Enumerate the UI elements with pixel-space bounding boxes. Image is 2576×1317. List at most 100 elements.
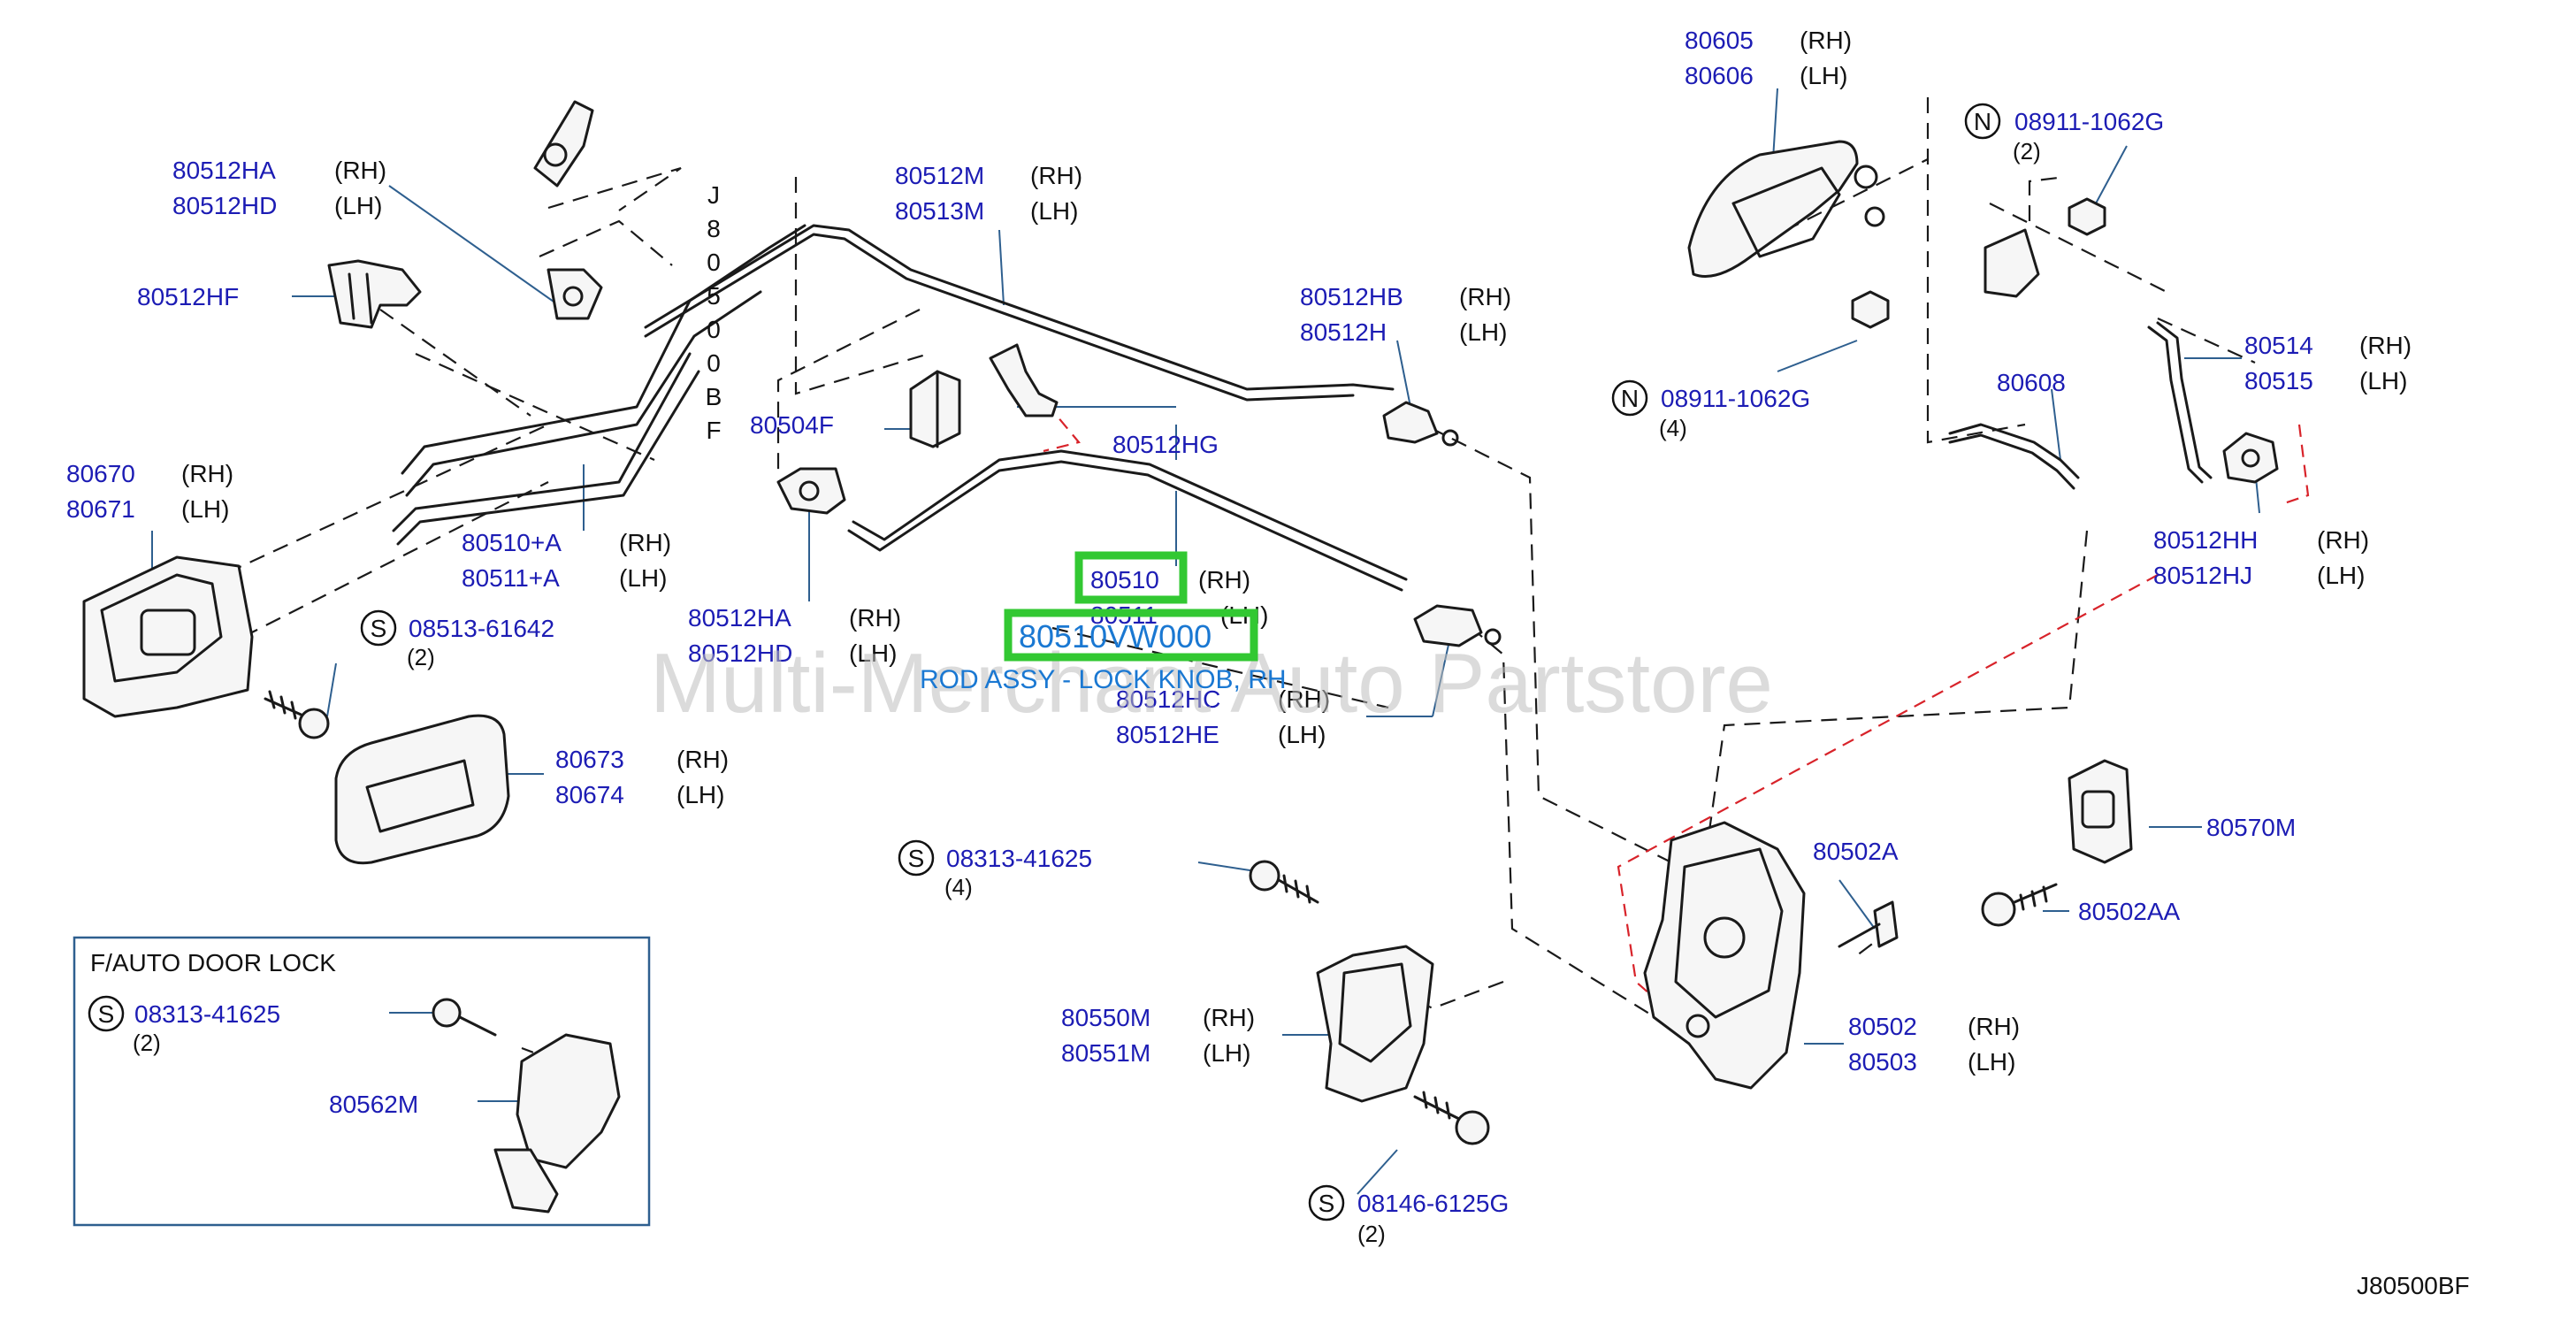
- s-prefix: S: [371, 615, 387, 642]
- vertical-code: J 8 0 5 0 0 B F: [706, 181, 722, 444]
- label-08513-61642: 08513-61642: [409, 615, 554, 642]
- label-80515: 80515: [2244, 367, 2313, 394]
- side-lh: (LH): [2317, 562, 2365, 589]
- label-80512hf: 80512HF: [137, 283, 239, 310]
- highlight-part-number[interactable]: 80510VW000: [1019, 618, 1212, 655]
- side-rh: (RH): [1459, 283, 1511, 310]
- side-lh: (LH): [1459, 318, 1507, 346]
- highlight-callout[interactable]: 80510VW000 ROD ASSY - LOCK KNOB, RH: [920, 551, 1287, 694]
- label-80670: 80670: [66, 460, 135, 487]
- code-char: F: [706, 417, 721, 444]
- side-lh: (LH): [1203, 1039, 1250, 1067]
- s-circle-icon: [898, 839, 935, 877]
- label-80513m: 80513M: [895, 197, 984, 225]
- rod-80510: [847, 449, 1408, 592]
- side-lh: (LH): [334, 192, 382, 219]
- side-lh: (LH): [2359, 367, 2407, 394]
- s-prefix: S: [908, 845, 925, 872]
- n-circle-icon: [1611, 379, 1648, 417]
- nut-08911-b: [1851, 290, 1890, 329]
- label-80514: 80514: [2244, 332, 2313, 359]
- outside-handle-80605: [1687, 140, 1885, 278]
- inside-handle-80670: [82, 555, 254, 718]
- qty: (2): [2013, 138, 2041, 165]
- label-80671: 80671: [66, 495, 135, 523]
- s-circle-icon: [360, 609, 397, 647]
- side-rh: (RH): [1968, 1013, 2020, 1040]
- code-char: 8: [707, 215, 721, 242]
- watermark: Multi-Merchant Auto Partstore: [650, 636, 1773, 731]
- code-char: 0: [707, 349, 721, 377]
- side-lh: (LH): [619, 564, 667, 592]
- label-80512hh: 80512HH: [2153, 526, 2258, 554]
- side-lh: (LH): [849, 639, 897, 667]
- qty: (2): [133, 1030, 161, 1056]
- code-char: 0: [707, 316, 721, 343]
- label-08146-6125g: 08146-6125G: [1357, 1190, 1509, 1217]
- highlight-description: ROD ASSY - LOCK KNOB, RH: [920, 665, 1287, 694]
- bracket-80512hg: [989, 343, 1059, 417]
- label-80674: 80674: [555, 781, 624, 808]
- nut-08911-a: [2068, 197, 2106, 236]
- label-80512hg: 80512HG: [1112, 431, 1219, 458]
- highlight-box-80510[interactable]: [1074, 551, 1188, 604]
- side-rh: (RH): [181, 460, 233, 487]
- part-labels: 80512HA (RH) 80512HD (LH) 80512HF 80670 …: [66, 27, 2412, 1118]
- bracket-80570m: [2068, 759, 2133, 864]
- n-prefix: N: [1974, 108, 1991, 135]
- qty: (4): [1659, 415, 1687, 441]
- label-80512h: 80512H: [1300, 318, 1387, 346]
- qty: (2): [407, 644, 435, 670]
- side-rh: (RH): [2317, 526, 2369, 554]
- n-prefix: N: [1621, 385, 1639, 412]
- label-80550m: 80550M: [1061, 1004, 1150, 1031]
- side-rh: (RH): [1203, 1004, 1255, 1031]
- clip-80512hb: [1382, 401, 1459, 447]
- screw-08513: [264, 690, 330, 739]
- label-08313-41625-inset: 08313-41625: [134, 1000, 280, 1028]
- qty: (4): [944, 874, 973, 900]
- side-rh: (RH): [334, 157, 386, 184]
- label-80512hj: 80512HJ: [2153, 562, 2252, 589]
- code-char: 5: [707, 282, 721, 310]
- label-80510a: 80510+A: [462, 529, 562, 556]
- label-80608: 80608: [1997, 369, 2066, 396]
- door-lock-80502: [1643, 821, 1806, 1090]
- label-80510: 80510: [1090, 566, 1159, 593]
- escutcheon-80673: [334, 714, 510, 865]
- diagram-code: J80500BF: [2357, 1272, 2470, 1299]
- n-circle-icon: [1964, 103, 2001, 140]
- highlight-box-80510vw000[interactable]: [1004, 609, 1258, 662]
- inset-auto-door-lock: F/AUTO DOOR LOCK: [73, 936, 651, 1227]
- label-80502a: 80502A: [1813, 838, 1899, 865]
- rod-80608: [1948, 423, 2080, 490]
- label-80606: 80606: [1685, 62, 1754, 89]
- rod-80510a: [392, 224, 806, 546]
- label-80512hd: 80512HD: [172, 192, 277, 219]
- s-prefix: S: [1319, 1190, 1335, 1217]
- side-lh: (LH): [1030, 197, 1078, 225]
- pin-80502a: [1838, 900, 1899, 948]
- label-80570m: 80570M: [2206, 814, 2296, 841]
- label-80512ha: 80512HA: [172, 157, 276, 184]
- label-80562m: 80562M: [329, 1091, 418, 1118]
- screw-08146: [1413, 1091, 1490, 1145]
- rod-80514: [2147, 321, 2213, 484]
- screw-80502aa: [1981, 883, 2058, 927]
- clip-80512hc: [1413, 604, 1502, 647]
- side-rh: (RH): [1278, 685, 1330, 713]
- code-char: 0: [707, 249, 721, 276]
- label-80511a: 80511+A: [462, 564, 560, 592]
- label-80512m: 80512M: [895, 162, 984, 189]
- label-80673: 80673: [555, 746, 624, 773]
- clip-80512hh: [2222, 432, 2279, 484]
- side-rh: (RH): [619, 529, 671, 556]
- rod-80512m: [644, 224, 1395, 402]
- s-prefix: S: [98, 1000, 115, 1028]
- s-circle-icon: [88, 995, 125, 1032]
- screw-08313-main: [1249, 860, 1319, 904]
- label-08911-1062g: 08911-1062G: [2014, 108, 2164, 135]
- code-char: B: [706, 383, 722, 410]
